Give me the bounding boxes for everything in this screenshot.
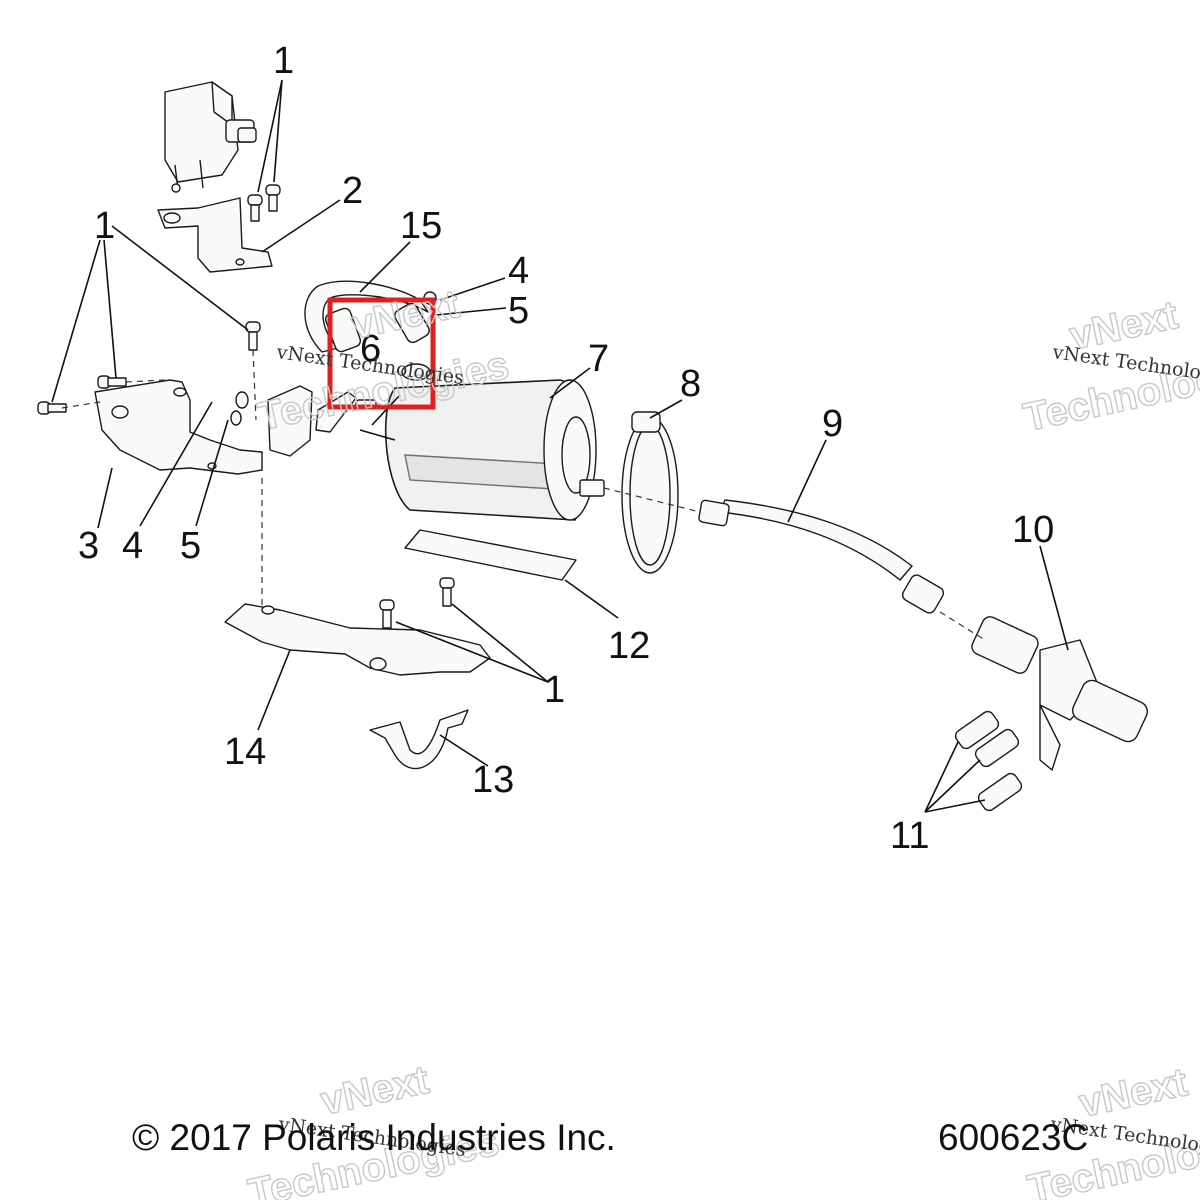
callout-11: 11 bbox=[890, 815, 929, 857]
bolts-11 bbox=[954, 710, 1023, 812]
callout-5-top: 5 bbox=[508, 290, 529, 332]
terminal-plate bbox=[267, 385, 377, 457]
bolt-left-1 bbox=[37, 401, 67, 415]
cable-9 bbox=[698, 499, 945, 614]
callout-1-top: 1 bbox=[273, 40, 294, 82]
starter-drive-10 bbox=[971, 616, 1149, 771]
screw-pair-bottom bbox=[379, 577, 455, 629]
callout-7: 7 bbox=[588, 338, 609, 380]
callout-5-bottom: 5 bbox=[180, 525, 201, 567]
bracket-3 bbox=[94, 379, 263, 475]
callout-4-bottom: 4 bbox=[122, 525, 143, 567]
copyright-text: © 2017 Polaris Industries Inc. bbox=[132, 1117, 616, 1158]
solenoid-assembly bbox=[164, 81, 257, 193]
callout-15: 15 bbox=[400, 205, 442, 247]
callout-1-left: 1 bbox=[94, 205, 115, 247]
clamp-8 bbox=[621, 411, 679, 574]
callout-4-top: 4 bbox=[508, 250, 529, 292]
bolt-left-2 bbox=[97, 375, 127, 389]
callout-10: 10 bbox=[1012, 509, 1054, 551]
callout-labels: 1 2 15 1 4 5 6 7 8 9 10 3 4 5 12 1 14 13… bbox=[78, 40, 1054, 857]
watermark-big-line1-bottom-right: vNext bbox=[1075, 1060, 1191, 1126]
pad-12 bbox=[404, 529, 577, 581]
washers-4-5 bbox=[230, 391, 249, 426]
watermark-big-line1-bottom: vNext bbox=[317, 1058, 433, 1124]
callout-8: 8 bbox=[680, 363, 701, 405]
bracket-2 bbox=[157, 197, 273, 273]
callout-2: 2 bbox=[342, 170, 363, 212]
leader-lines bbox=[51, 79, 1069, 813]
assembly-lines bbox=[61, 349, 986, 641]
callout-14: 14 bbox=[224, 731, 266, 773]
bracket-14 bbox=[224, 603, 491, 676]
bolt-left-3 bbox=[245, 321, 261, 351]
screw-pair-top bbox=[247, 184, 281, 222]
callout-13: 13 bbox=[472, 759, 514, 801]
callout-9: 9 bbox=[822, 403, 843, 445]
callout-3: 3 bbox=[78, 525, 99, 567]
callout-1-bottom: 1 bbox=[544, 669, 565, 711]
starter-motor-7 bbox=[359, 379, 605, 521]
highlight-box bbox=[327, 297, 436, 410]
drawing-number: 600623C bbox=[938, 1117, 1088, 1158]
callout-6: 6 bbox=[360, 328, 381, 370]
callout-12: 12 bbox=[608, 625, 650, 667]
clamp-13 bbox=[369, 709, 469, 770]
